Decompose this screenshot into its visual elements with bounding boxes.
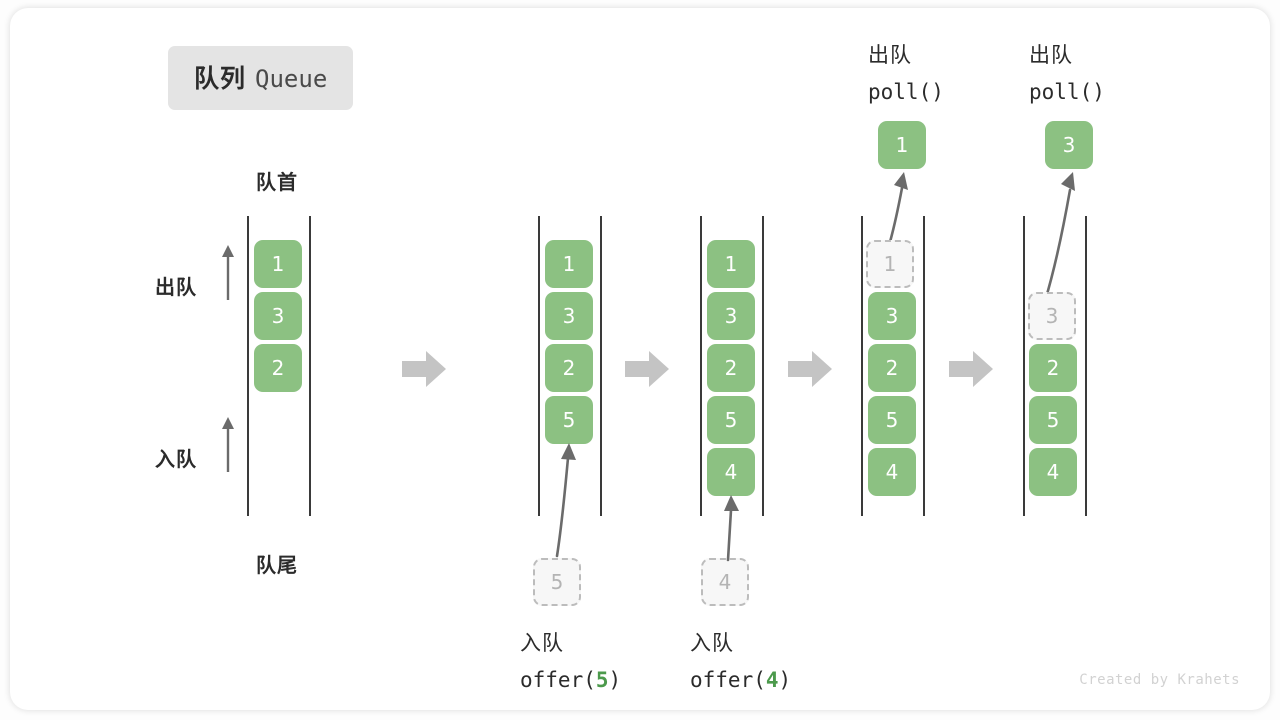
queue-rail-right-5 bbox=[1085, 216, 1087, 516]
step-caption-offer5: 入队 offer(5) bbox=[520, 626, 621, 698]
caption-cn: 入队 bbox=[690, 632, 734, 655]
curved-up-arrow-icon-poll1 bbox=[888, 172, 908, 244]
diagram-title: 队列 Queue bbox=[168, 46, 354, 110]
queue-element: 1 bbox=[545, 240, 593, 288]
step-caption-offer4: 入队 offer(4) bbox=[690, 626, 791, 698]
queue-rail-right-2 bbox=[600, 216, 602, 516]
curved-up-arrow-icon-offer5 bbox=[555, 443, 576, 558]
incoming-element-ghost: 4 bbox=[701, 558, 749, 606]
queue-rail-left-4 bbox=[861, 216, 863, 516]
queue-rail-right-1 bbox=[309, 216, 311, 516]
dequeue-side-label: 出队 bbox=[155, 277, 197, 299]
caption-fn: poll() bbox=[1029, 80, 1105, 104]
queue-element: 3 bbox=[254, 292, 302, 340]
curved-up-arrow-icon-poll3 bbox=[1043, 172, 1075, 303]
right-arrow-icon-1 bbox=[402, 351, 446, 387]
queue-rail-left-2 bbox=[538, 216, 540, 516]
queue-element: 5 bbox=[868, 396, 916, 444]
caption-cn: 入队 bbox=[520, 632, 564, 655]
up-arrow-icon-dequeue bbox=[222, 245, 234, 300]
queue-element: 4 bbox=[1029, 448, 1077, 496]
queue-rail-right-4 bbox=[923, 216, 925, 516]
queue-element: 1 bbox=[254, 240, 302, 288]
queue-element: 4 bbox=[868, 448, 916, 496]
popped-element: 1 bbox=[878, 121, 926, 169]
enqueue-side-label: 入队 bbox=[155, 449, 197, 471]
caption-fn: poll() bbox=[868, 80, 944, 104]
queue-rail-right-3 bbox=[762, 216, 764, 516]
queue-element: 2 bbox=[545, 344, 593, 392]
caption-fn: offer(4) bbox=[690, 668, 792, 692]
title-label-cn: 队列 bbox=[194, 65, 247, 93]
queue-tail-label: 队尾 bbox=[256, 555, 298, 577]
up-arrow-icon-enqueue bbox=[222, 417, 234, 472]
queue-element: 5 bbox=[1029, 396, 1077, 444]
queue-element: 5 bbox=[707, 396, 755, 444]
queue-element: 3 bbox=[545, 292, 593, 340]
queue-element: 2 bbox=[707, 344, 755, 392]
queue-element: 5 bbox=[545, 396, 593, 444]
queue-element: 2 bbox=[254, 344, 302, 392]
caption-cn: 出队 bbox=[868, 44, 912, 67]
popped-element: 3 bbox=[1045, 121, 1093, 169]
caption-fn: offer(5) bbox=[520, 668, 622, 692]
incoming-element-ghost: 5 bbox=[533, 558, 581, 606]
right-arrow-icon-2 bbox=[625, 351, 669, 387]
caption-cn: 出队 bbox=[1029, 44, 1073, 67]
right-arrow-icon-4 bbox=[949, 351, 993, 387]
curved-up-arrow-icon-offer4 bbox=[724, 495, 739, 562]
diagram-card: 队列 Queue 队首 队尾 出队 入队 1 3 2 1 3 2 5 5 入队 o… bbox=[10, 8, 1270, 710]
step-caption-poll1: 出队 poll() bbox=[868, 38, 944, 110]
title-label-en: Queue bbox=[255, 65, 328, 93]
queue-element: 3 bbox=[868, 292, 916, 340]
queue-rail-left-5 bbox=[1023, 216, 1025, 516]
outgoing-element-ghost: 3 bbox=[1028, 292, 1076, 340]
credit-label: Created by Krahets bbox=[1079, 672, 1240, 688]
queue-element: 2 bbox=[868, 344, 916, 392]
queue-head-label: 队首 bbox=[256, 172, 298, 194]
queue-element: 3 bbox=[707, 292, 755, 340]
outgoing-element-ghost: 1 bbox=[866, 240, 914, 288]
queue-rail-left-1 bbox=[247, 216, 249, 516]
step-caption-poll3: 出队 poll() bbox=[1029, 38, 1105, 110]
queue-element: 1 bbox=[707, 240, 755, 288]
queue-element: 4 bbox=[707, 448, 755, 496]
queue-rail-left-3 bbox=[700, 216, 702, 516]
right-arrow-icon-3 bbox=[788, 351, 832, 387]
queue-element: 2 bbox=[1029, 344, 1077, 392]
